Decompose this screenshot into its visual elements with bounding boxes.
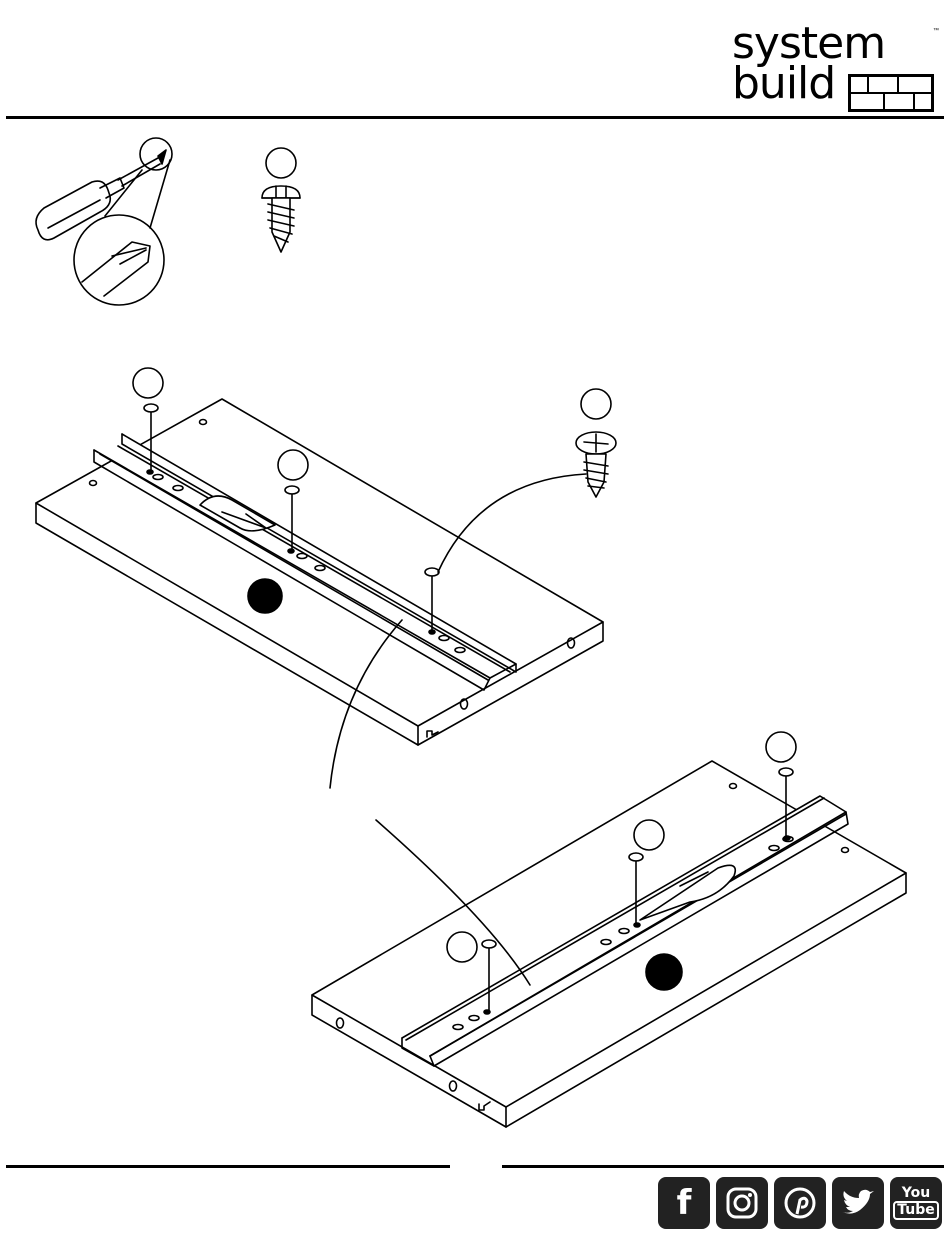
screwdriver-icon — [36, 138, 172, 305]
instagram-icon[interactable] — [716, 1177, 768, 1229]
upper-shelf-panel — [36, 368, 603, 745]
facebook-icon[interactable]: f — [658, 1177, 710, 1229]
pinterest-icon[interactable] — [774, 1177, 826, 1229]
lower-shelf-panel — [312, 732, 906, 1127]
footer-rule-right — [502, 1165, 944, 1168]
screw-reference-icon — [262, 148, 300, 252]
footer-rule-left — [6, 1165, 450, 1168]
twitter-icon[interactable] — [832, 1177, 884, 1229]
